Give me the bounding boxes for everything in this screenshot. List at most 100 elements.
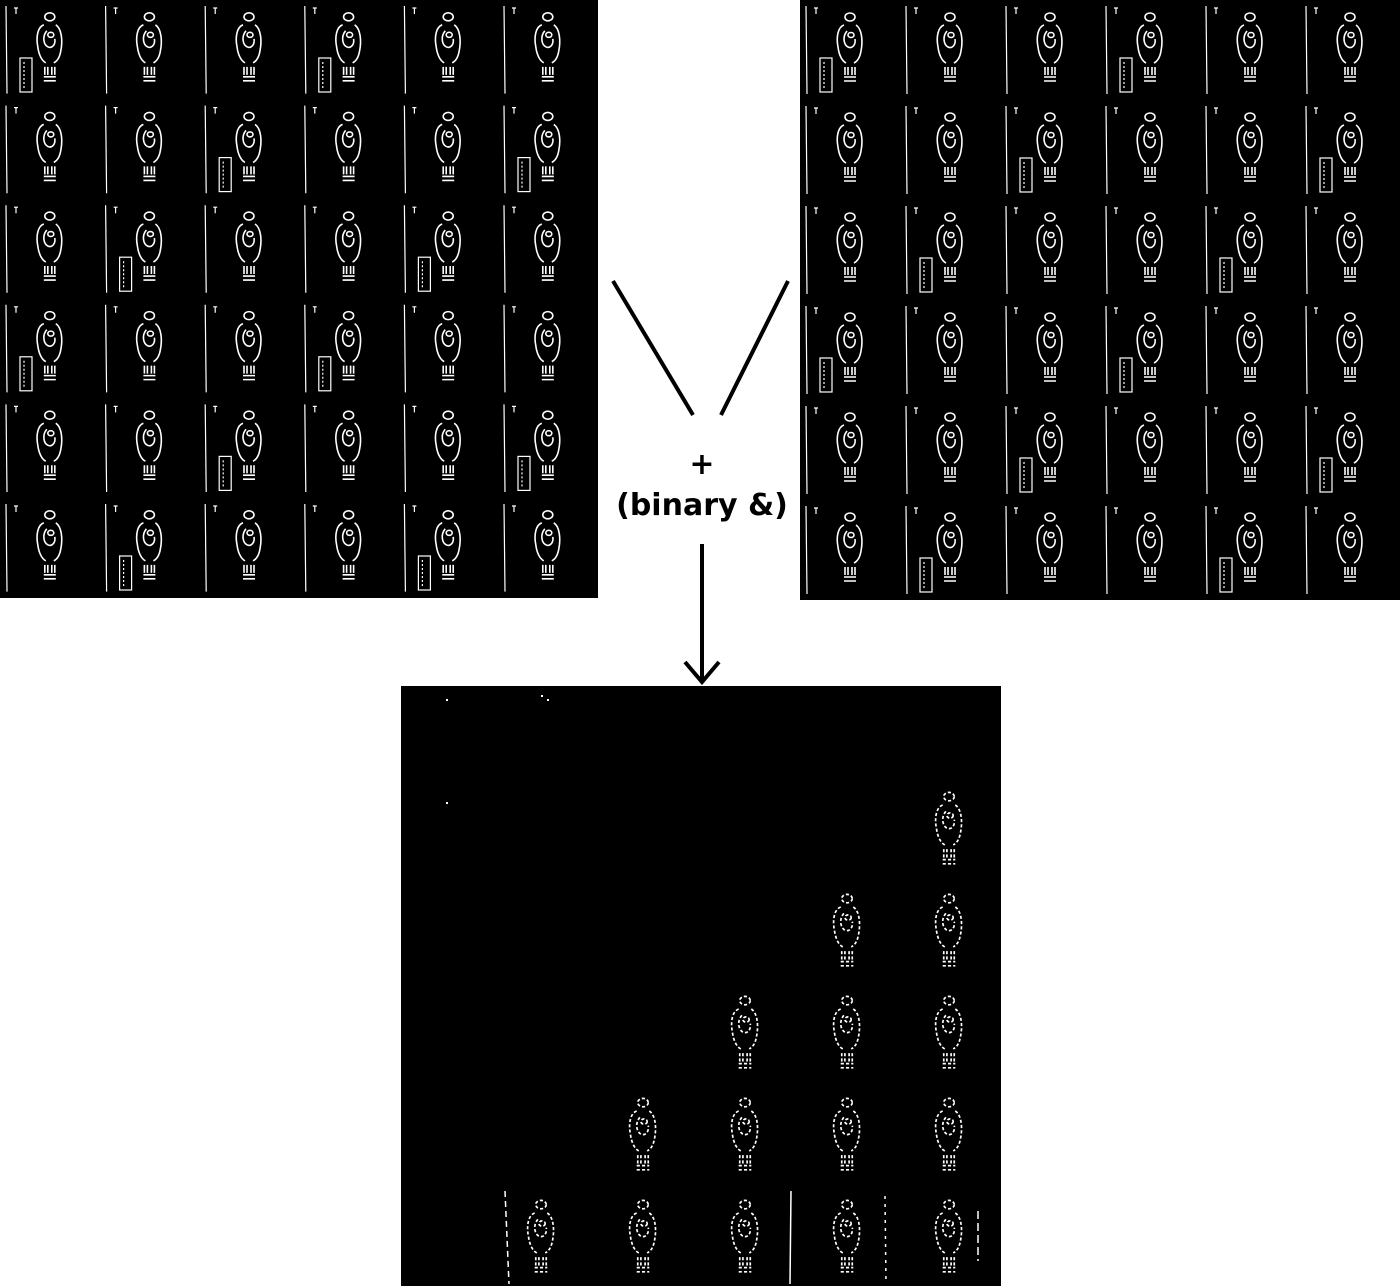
edge-tile (1205, 205, 1233, 295)
edge-tile (805, 205, 818, 295)
pedestrian-edge-figure (832, 995, 861, 1069)
pedestrian-edge-figure (936, 412, 963, 482)
edge-tile (503, 105, 531, 194)
pedestrian-edge-figure (1036, 212, 1063, 282)
edge-tile (105, 503, 133, 592)
edge-tile (403, 105, 417, 194)
edge-tile (1105, 505, 1118, 595)
edge-tile (5, 5, 33, 94)
edge-tile (1305, 205, 1318, 295)
pedestrian-edge-figure (936, 12, 963, 82)
edge-tile (1105, 405, 1118, 495)
edge-tile (1005, 405, 1033, 495)
edge-tile (5, 404, 18, 493)
pedestrian-edge-figure (1136, 212, 1163, 282)
edge-tile (905, 205, 933, 295)
edge-tile (1305, 5, 1318, 95)
edge-tile (403, 503, 431, 592)
edge-tile (1005, 305, 1018, 395)
pedestrian-edge-figure (836, 212, 863, 282)
edge-tile (204, 404, 232, 493)
pedestrian-edge-figure (335, 111, 362, 182)
operation-label: (binary &) (616, 488, 788, 523)
edge-tile (304, 404, 317, 493)
pedestrian-edge-figure (1236, 12, 1263, 82)
edge-tile (805, 505, 818, 595)
edge-tile (1005, 505, 1018, 595)
pedestrian-edge-figure (1136, 12, 1163, 82)
pedestrian-edge-figure (934, 995, 963, 1069)
pedestrian-edge-figure (1336, 12, 1363, 82)
pedestrian-edge-figure (730, 1097, 759, 1171)
edge-tile (5, 503, 18, 592)
pedestrian-edge-figure (135, 510, 163, 580)
pedestrian-edge-figure (934, 1199, 963, 1273)
edge-tile (1305, 105, 1333, 195)
pedestrian-edge-figure (934, 893, 963, 967)
edge-tile (403, 205, 431, 293)
edge-tile (5, 105, 18, 194)
pedestrian-edge-figure (135, 211, 163, 281)
pedestrian-edge-figure (135, 12, 163, 82)
pedestrian-edge-figure (434, 410, 461, 481)
edge-tile (1105, 305, 1133, 395)
pedestrian-edge-figure (1236, 412, 1263, 482)
edge-tile (5, 205, 18, 293)
pedestrian-edge-figure (1336, 212, 1363, 282)
pedestrian-edge-figure (335, 410, 362, 481)
pedestrian-edge-figure (1236, 512, 1263, 582)
edge-tile (905, 105, 918, 195)
pedestrian-edge-figure (335, 510, 362, 580)
pedestrian-edge-figure (1136, 512, 1163, 582)
edge-tile (1005, 205, 1018, 295)
pedestrian-edge-figure (628, 1097, 657, 1171)
edge-tile (5, 304, 33, 393)
edge-tile (905, 305, 918, 395)
pedestrian-edge-figure (335, 211, 362, 281)
pedestrian-edge-figure (628, 1199, 657, 1273)
edge-tile (304, 503, 317, 592)
pedestrian-edge-figure (434, 211, 461, 281)
pedestrian-edge-figure (534, 12, 561, 82)
input-image-right (800, 0, 1400, 600)
edge-tile (1305, 505, 1318, 595)
pedestrian-edge-figure (832, 893, 861, 967)
pedestrian-edge-figure (1136, 312, 1163, 382)
edge-tile (304, 5, 332, 94)
pedestrian-edge-figure (1236, 112, 1263, 182)
edge-tile (1005, 5, 1018, 95)
edge-tile (105, 404, 118, 493)
pedestrian-edge-figure (335, 310, 362, 381)
pedestrian-edge-figure (730, 995, 759, 1069)
pedestrian-edge-figure (235, 211, 262, 281)
pedestrian-edge-figure (1336, 412, 1363, 482)
pedestrian-edge-figure (534, 410, 561, 481)
edge-tile (204, 105, 232, 194)
pedestrian-edge-figure (730, 1199, 759, 1273)
pedestrian-edge-figure (235, 111, 262, 182)
pedestrian-edge-figure (936, 312, 963, 382)
input-image-left (0, 0, 598, 598)
pedestrian-edge-figure (135, 310, 163, 381)
pedestrian-edge-figure (235, 310, 262, 381)
residual-edges (504, 1190, 979, 1285)
pedestrian-edge-figure (1036, 412, 1063, 482)
edge-tile (1205, 5, 1218, 95)
edge-tile (105, 205, 133, 293)
edge-tile (304, 105, 317, 194)
pedestrian-edge-figure (936, 512, 963, 582)
edge-tile (1105, 205, 1118, 295)
pedestrian-edge-figure (135, 111, 163, 182)
pedestrian-edge-figure (836, 112, 863, 182)
pedestrian-edge-figure (434, 310, 461, 381)
pedestrian-edge-figure (1036, 512, 1063, 582)
pedestrian-edge-figure (1136, 112, 1163, 182)
pedestrian-edge-figure (832, 1199, 861, 1273)
edge-tile (403, 304, 417, 393)
edge-tile (905, 505, 933, 595)
edge-tile (1205, 405, 1218, 495)
edge-tile (805, 5, 833, 95)
noise-speckles (446, 695, 549, 804)
pedestrian-edge-figure (936, 212, 963, 282)
edge-tile (805, 405, 818, 495)
